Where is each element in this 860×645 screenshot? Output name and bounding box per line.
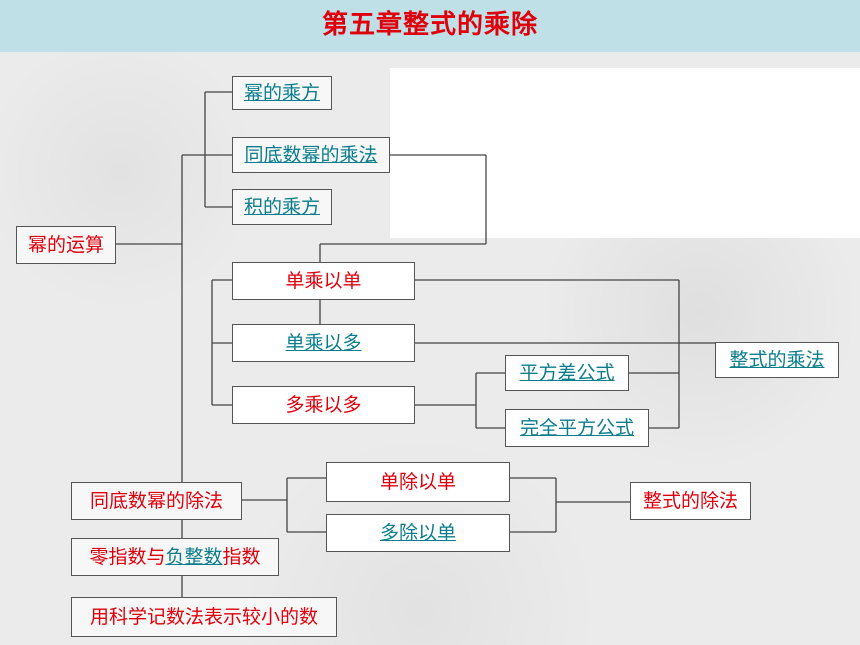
background-patch (390, 68, 860, 238)
difference-of-squares-label: 平方差公式 (519, 361, 615, 384)
power-of-power-node[interactable]: 幂的乘方 (232, 76, 332, 110)
zero-negative-exponent-prefix: 零指数与 (89, 545, 166, 568)
polynomial-division-label: 整式的除法 (642, 489, 738, 512)
power-operations-node: 幂的运算 (16, 226, 116, 264)
scientific-notation-node: 用科学记数法表示较小的数 (71, 597, 337, 637)
same-base-multiply-node[interactable]: 同底数幂的乘法 (232, 137, 390, 173)
same-base-division-label: 同底数幂的除法 (89, 489, 223, 512)
polynomial-multiplication-label: 整式的乘法 (729, 348, 825, 371)
zero-negative-exponent-suffix: 指数 (222, 545, 261, 568)
zero-negative-exponent-node: 零指数与负整数指数 (71, 538, 279, 576)
poly-times-poly-node: 多乘以多 (232, 386, 415, 424)
title-bar: 第五章整式的乘除 (0, 0, 860, 52)
polynomial-division-node: 整式的除法 (630, 482, 751, 520)
same-base-division-node: 同底数幂的除法 (71, 482, 242, 520)
power-of-power-label: 幂的乘方 (243, 81, 320, 104)
power-operations-label: 幂的运算 (27, 233, 104, 256)
perfect-square-node[interactable]: 完全平方公式 (505, 409, 649, 447)
difference-of-squares-node[interactable]: 平方差公式 (505, 355, 629, 391)
mono-times-mono-node: 单乘以单 (232, 262, 415, 300)
scientific-notation-label: 用科学记数法表示较小的数 (89, 605, 318, 628)
polynomial-multiplication-node[interactable]: 整式的乘法 (715, 342, 839, 378)
poly-div-mono-label: 多除以单 (379, 521, 456, 544)
mono-div-mono-label: 单除以单 (379, 470, 456, 493)
same-base-multiply-label: 同底数幂的乘法 (244, 143, 378, 166)
mono-times-mono-label: 单乘以单 (285, 269, 362, 292)
power-of-product-label: 积的乘方 (243, 195, 320, 218)
poly-div-mono-node[interactable]: 多除以单 (326, 514, 510, 552)
negative-integer-link[interactable]: 负整数 (165, 545, 223, 568)
poly-times-poly-label: 多乘以多 (285, 393, 362, 416)
mono-times-poly-node[interactable]: 单乘以多 (232, 324, 415, 362)
perfect-square-label: 完全平方公式 (519, 416, 634, 439)
power-of-product-node[interactable]: 积的乘方 (232, 189, 332, 225)
mono-times-poly-label: 单乘以多 (285, 331, 362, 354)
mono-div-mono-node: 单除以单 (326, 462, 510, 502)
page-title: 第五章整式的乘除 (321, 10, 538, 40)
